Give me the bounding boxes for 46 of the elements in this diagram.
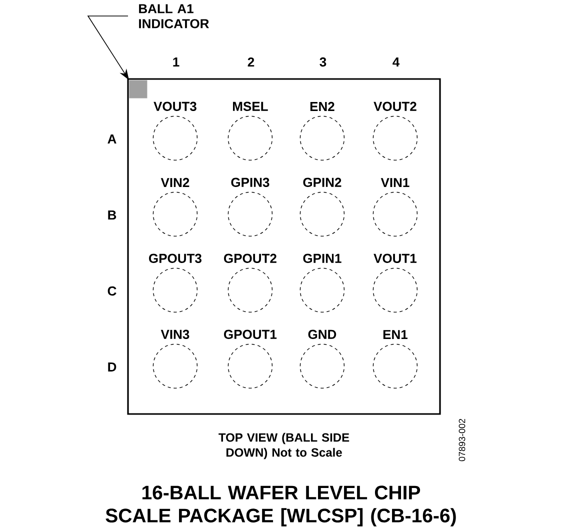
ball-pad: GPOUT1: [224, 330, 277, 389]
row-letter: B: [108, 210, 116, 220]
ball-pad: GPOUT2: [224, 254, 276, 313]
view-note: TOP VIEW (BALL SIDE DOWN) Not to Scale: [218, 432, 350, 460]
indicator-square: [129, 80, 148, 98]
ball-pad: EN2: [300, 102, 345, 161]
column-number: 2: [248, 57, 254, 67]
callout-text: BALL A1 INDICATOR: [139, 4, 209, 28]
node-label: EN2: [310, 102, 334, 111]
row-letter: D: [108, 362, 116, 372]
node-label: VOUT2: [374, 102, 416, 111]
node-label: GND: [308, 330, 336, 339]
caption: 16-BALL WAFER LEVEL CHIP SCALE PACKAGE [WLCSP] (CB-16-6): [106, 486, 456, 526]
row-letter: C: [108, 286, 116, 296]
row-letter: A: [108, 134, 116, 144]
node-label: GPIN3: [231, 178, 270, 187]
node-label: GPIN1: [303, 254, 342, 263]
node-label: GPOUT2: [224, 254, 276, 263]
ball-pad: GPOUT3: [149, 254, 202, 313]
ball-pad: VIN2: [152, 178, 198, 237]
ball-pad: GND: [300, 330, 345, 389]
node-label: VIN1: [380, 178, 410, 188]
ball-pad: VIN1: [372, 178, 418, 237]
ball-pad: MSEL: [228, 102, 273, 161]
node-label: VOUT1: [374, 254, 417, 263]
node-label: VIN2: [160, 178, 190, 188]
node-label: VOUT3: [154, 102, 196, 111]
column-number: 1: [173, 58, 180, 66]
node-label: GPOUT3: [149, 254, 202, 263]
ball-pad: GPIN3: [228, 178, 273, 237]
node-label: GPIN2: [303, 178, 342, 187]
ball-pad: VOUT2: [372, 102, 418, 161]
node-label: GPOUT1: [224, 330, 277, 339]
ball-pad: VOUT3: [152, 102, 198, 161]
ball-pad: VOUT1: [372, 254, 418, 313]
package-outline: [127, 78, 441, 415]
column-number: 4: [392, 58, 400, 66]
ball-pad: GPIN2: [300, 178, 345, 237]
ball-pad: EN1: [372, 330, 418, 389]
node-label: VIN3: [160, 330, 190, 339]
node-label: MSEL: [233, 102, 268, 111]
figure-number: 07893-002: [458, 418, 466, 462]
node-label: EN1: [383, 330, 408, 340]
column-number: 3: [320, 57, 326, 67]
ball-pad: VIN3: [152, 330, 198, 389]
ball-pad: GPIN1: [300, 254, 345, 313]
